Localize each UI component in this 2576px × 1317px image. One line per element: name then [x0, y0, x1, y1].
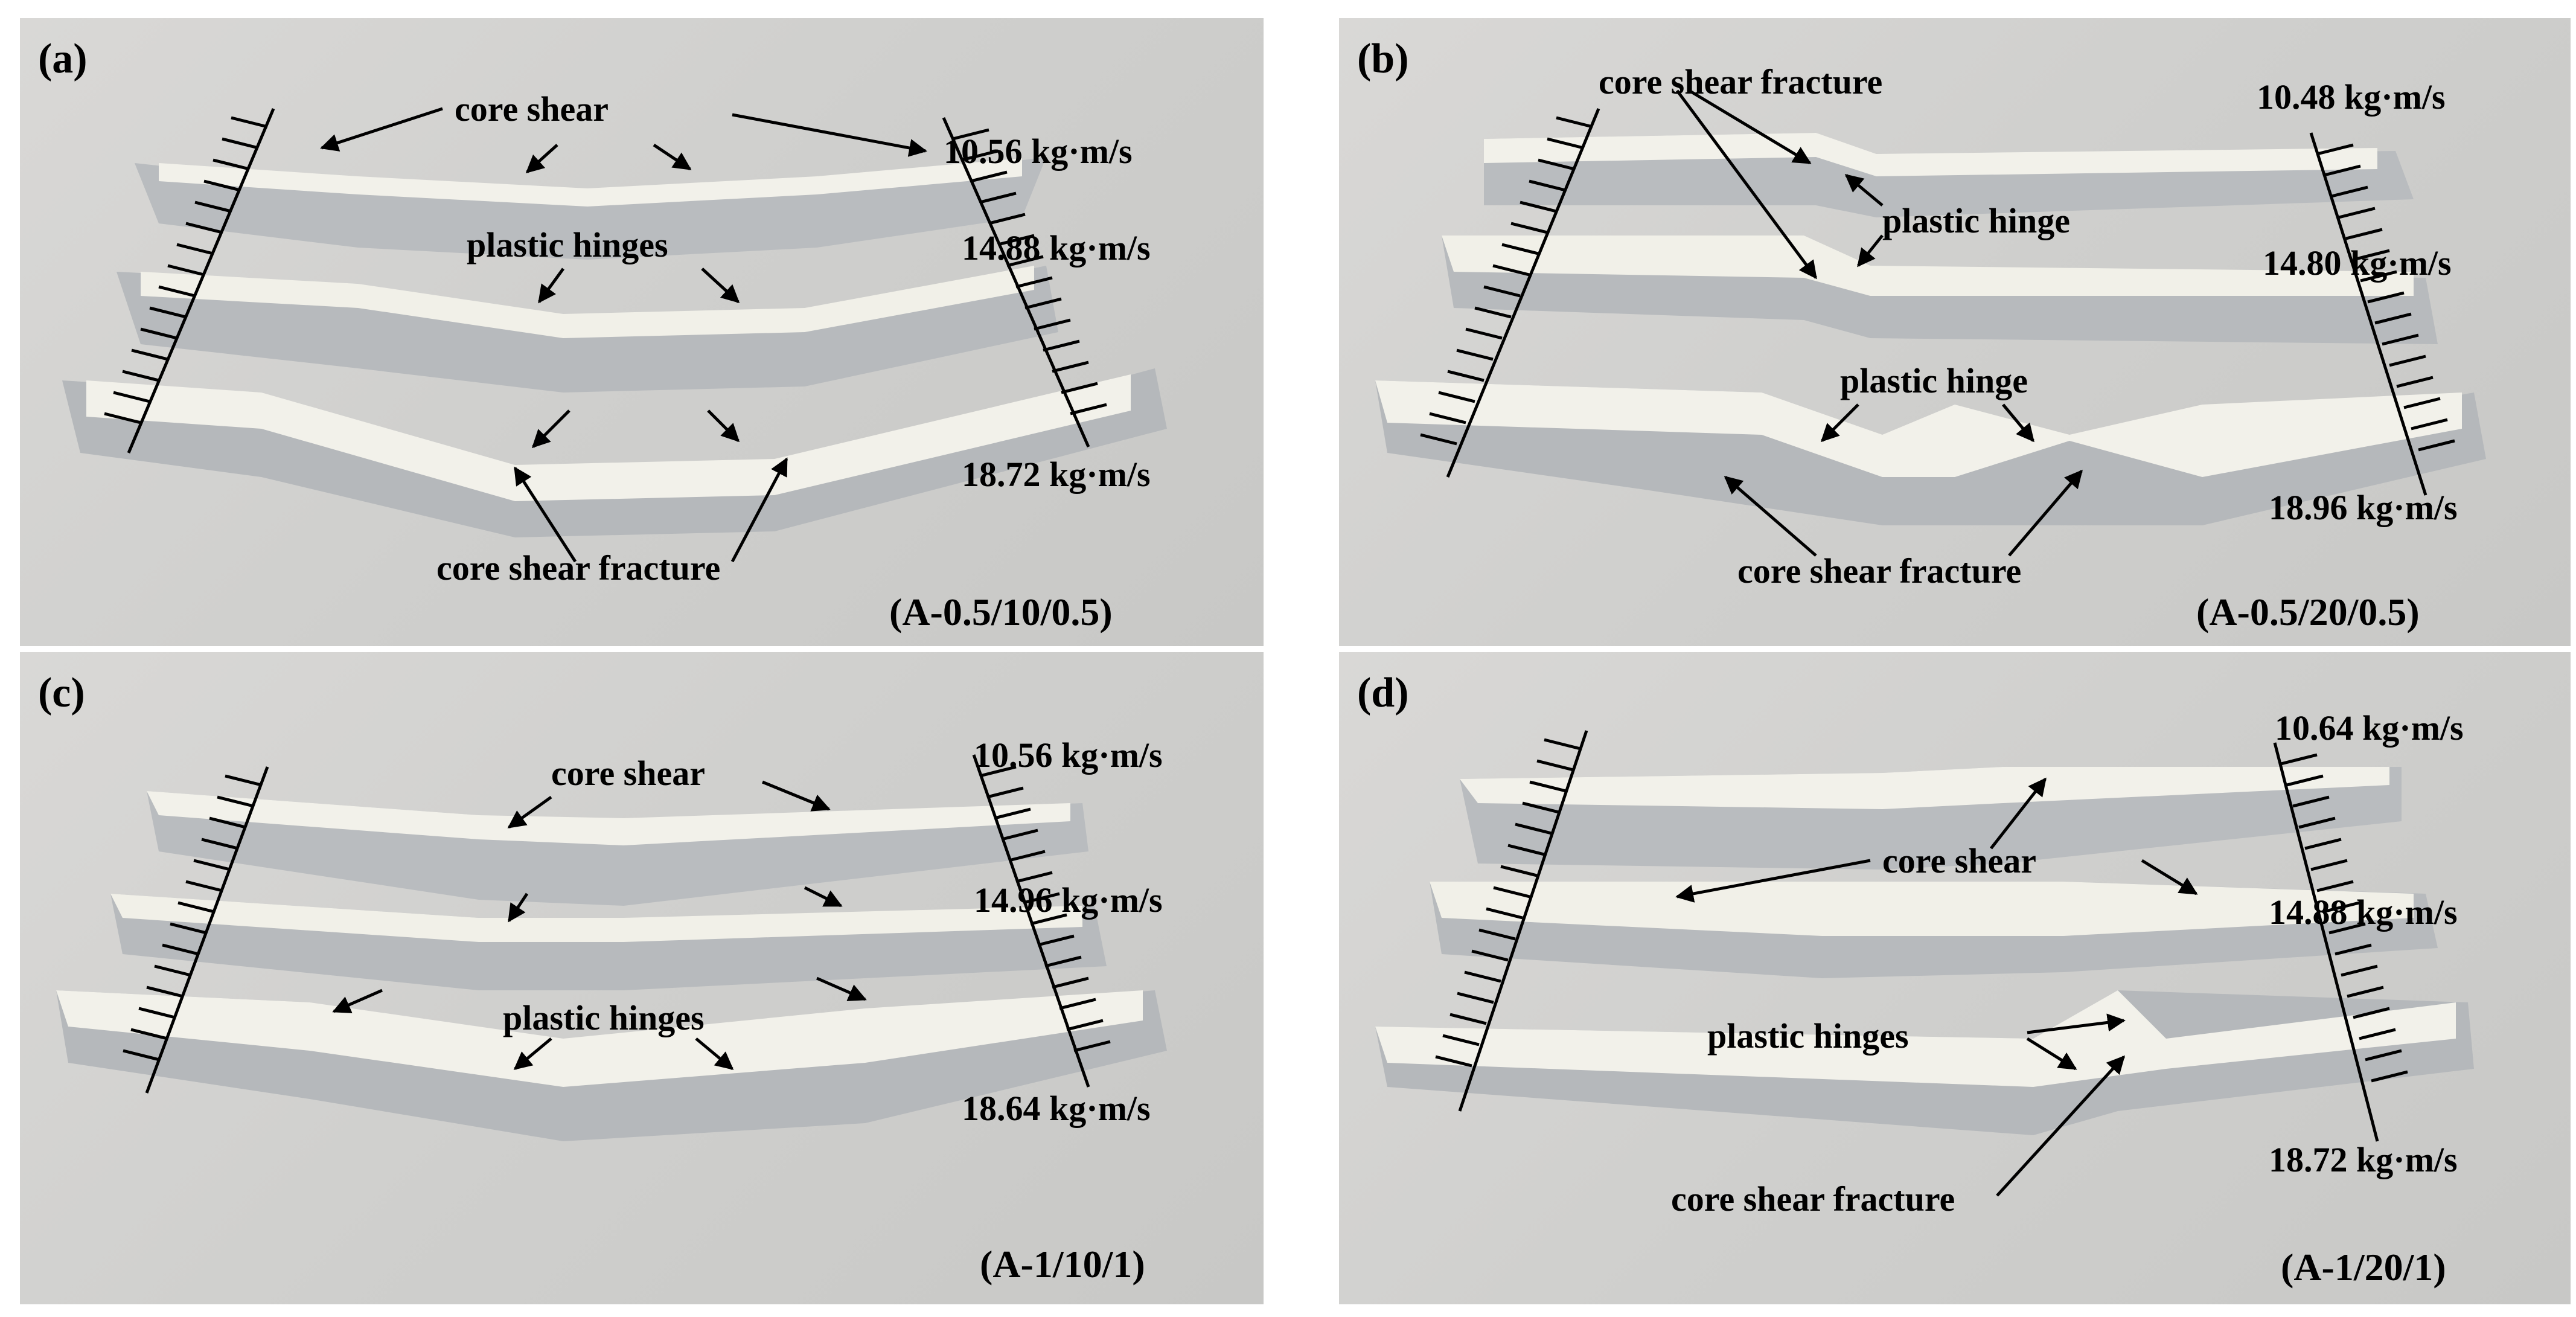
- specimen-code: (A-1/20/1): [2281, 1246, 2446, 1289]
- momentum-2: 14.80 kg·m/s: [2263, 243, 2452, 283]
- momentum-3: 18.96 kg·m/s: [2269, 488, 2458, 527]
- momentum-1: 10.48 kg·m/s: [2257, 77, 2446, 117]
- clamp-hatch-right: [2273, 742, 2408, 1142]
- panel-letter: (d): [1357, 670, 1409, 716]
- label-core-shear-fracture-top: core shear fracture: [1599, 62, 1882, 101]
- panel-a: (a) core shear plastic hinges core shear…: [20, 18, 1264, 646]
- specimen-2: [1442, 236, 2438, 344]
- panel-b: (b) core shear fracture plastic hinge pl…: [1339, 18, 2571, 646]
- label-plastic-hinges: plastic hinges: [1707, 1016, 1909, 1056]
- specimen-code: (A-0.5/20/0.5): [2196, 591, 2420, 633]
- clamp-hatch-left: [104, 108, 275, 453]
- clamp-hatch-left: [1420, 108, 1600, 478]
- panel-letter: (b): [1357, 36, 1409, 82]
- specimen-code: (A-0.5/10/0.5): [889, 591, 1113, 633]
- panel-a-photo: (a) core shear plastic hinges core shear…: [38, 36, 1167, 633]
- specimen-2: [117, 266, 1058, 393]
- clamp-hatch-right: [942, 117, 1107, 448]
- specimen-3: [62, 368, 1167, 537]
- specimen-3: [1375, 990, 2474, 1135]
- annotation-arrows: [332, 780, 867, 1070]
- momentum-1: 10.56 kg·m/s: [974, 735, 1163, 775]
- label-plastic-hinges: plastic hinges: [503, 998, 705, 1037]
- specimen-1: [1484, 133, 2414, 217]
- specimen-3: [56, 990, 1167, 1141]
- specimen-1: [1460, 767, 2402, 870]
- label-core-shear: core shear: [1882, 841, 2036, 880]
- specimen-code: (A-1/10/1): [980, 1243, 1145, 1286]
- specimen-3: [1375, 380, 2486, 525]
- panel-c-photo: (c) core shear plastic hinges 10.56 kg·m…: [38, 670, 1167, 1286]
- momentum-1: 10.56 kg·m/s: [944, 132, 1133, 171]
- momentum-3: 18.72 kg·m/s: [2269, 1140, 2458, 1179]
- specimen-1: [147, 791, 1088, 906]
- label-core-shear-fracture: core shear fracture: [436, 548, 720, 588]
- label-core-shear: core shear: [551, 754, 705, 793]
- momentum-2: 14.88 kg·m/s: [2269, 892, 2458, 932]
- annotation-arrows: [320, 107, 927, 563]
- label-plastic-hinge-upper: plastic hinge: [1882, 201, 2070, 240]
- label-core-shear-fracture: core shear fracture: [1671, 1179, 1955, 1219]
- panel-d: (d) core shear plastic hinges core shear…: [1339, 652, 2571, 1304]
- annotation-arrows: [1675, 777, 2198, 1197]
- momentum-3: 18.64 kg·m/s: [962, 1089, 1151, 1128]
- annotation-arrows: [1675, 89, 2083, 557]
- momentum-1: 10.64 kg·m/s: [2275, 708, 2464, 748]
- label-core-shear-fracture-bottom: core shear fracture: [1737, 551, 2021, 591]
- momentum-2: 14.96 kg·m/s: [974, 880, 1163, 920]
- panel-d-photo: (d) core shear plastic hinges core shear…: [1357, 670, 2474, 1289]
- label-plastic-hinge-lower: plastic hinge: [1840, 361, 2028, 400]
- clamp-hatch-right: [2309, 132, 2455, 496]
- panel-letter: (a): [38, 36, 88, 82]
- panel-c: (c) core shear plastic hinges 10.56 kg·m…: [20, 652, 1264, 1304]
- specimen-1: [135, 157, 1046, 260]
- label-core-shear: core shear: [455, 89, 609, 129]
- clamp-hatch-left: [1435, 730, 1588, 1112]
- momentum-3: 18.72 kg·m/s: [962, 455, 1151, 494]
- label-plastic-hinges: plastic hinges: [467, 225, 668, 264]
- panel-b-photo: (b) core shear fracture plastic hinge pl…: [1357, 36, 2486, 633]
- momentum-2: 14.88 kg·m/s: [962, 228, 1151, 268]
- panel-letter: (c): [38, 670, 85, 716]
- clamp-hatch-right: [972, 754, 1111, 1088]
- clamp-hatch-left: [123, 766, 269, 1094]
- specimen-2: [110, 894, 1107, 990]
